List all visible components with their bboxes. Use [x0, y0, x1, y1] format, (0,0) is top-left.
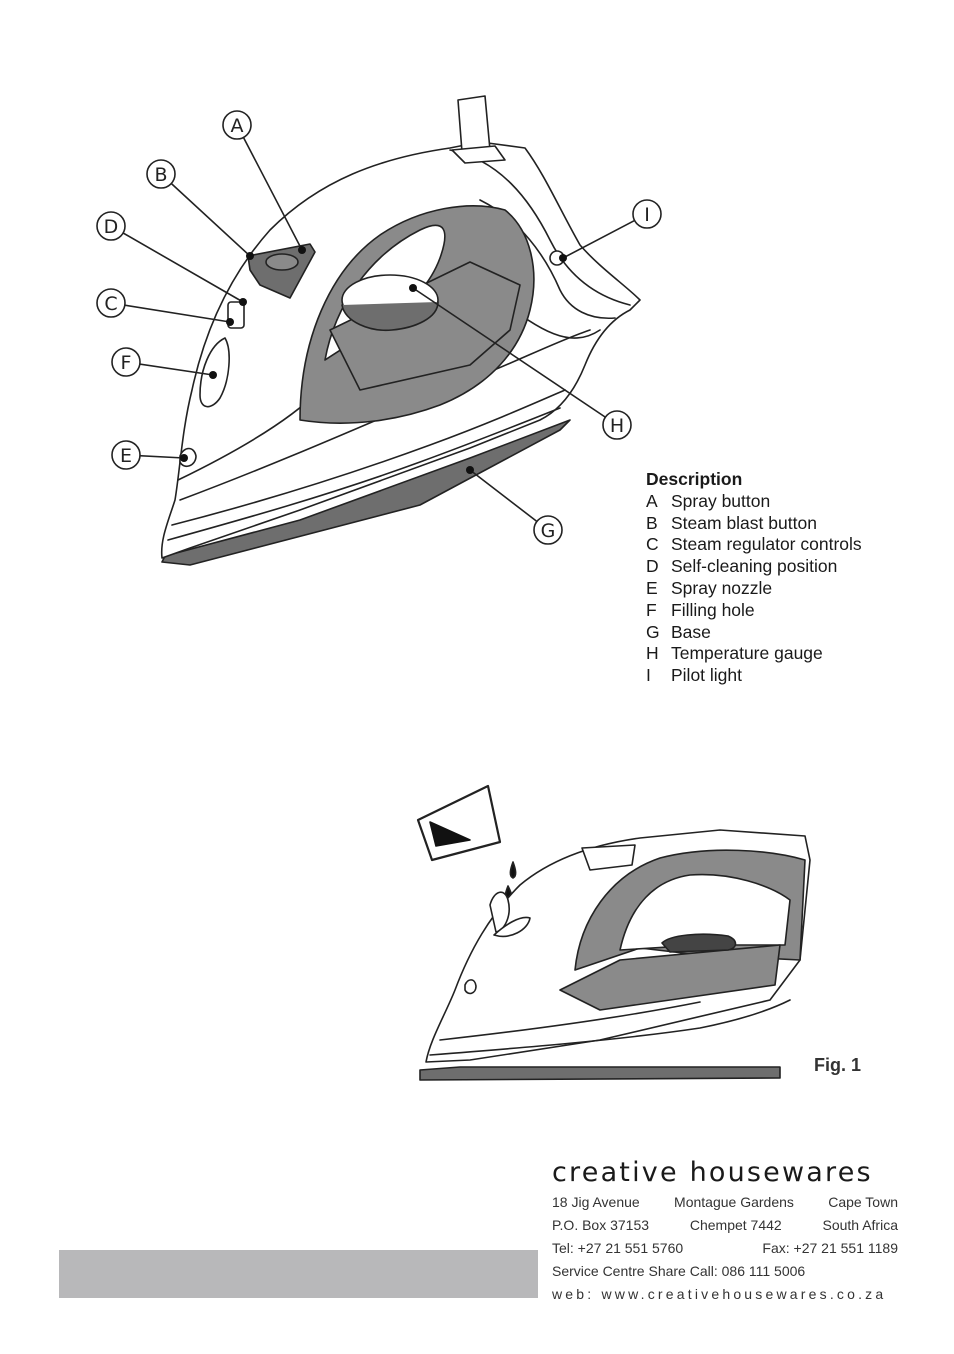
address-part: 18 Jig Avenue — [552, 1194, 640, 1210]
callout-a-label: A — [231, 115, 244, 137]
iron-base-plate — [161, 419, 571, 566]
callout-i — [632, 199, 662, 229]
callout-e-label: E — [120, 445, 132, 467]
address-part: P.O. Box 37153 — [552, 1217, 650, 1233]
callout-c — [96, 288, 126, 318]
item-letter: G — [646, 621, 660, 642]
phone-number: Tel: +27 21 551 5760 — [552, 1240, 684, 1256]
callout-g-label: G — [541, 520, 556, 542]
description-item: C Steam regulator controls — [646, 534, 862, 556]
callout-h-label: H — [610, 415, 624, 437]
description-item: G Base — [646, 622, 862, 644]
callout-h — [602, 410, 632, 440]
company-contact-block: creative housewares 18 Jig Avenue Montag… — [552, 1155, 898, 1306]
item-letter: I — [646, 665, 651, 686]
description-item: I Pilot light — [646, 665, 862, 687]
callout-b — [146, 159, 176, 189]
callout-c-label: C — [104, 293, 117, 315]
callout-e — [111, 440, 141, 470]
service-number: Service Centre Share Call: 086 111 5006 — [552, 1263, 806, 1279]
item-label: Steam regulator controls — [671, 534, 862, 555]
brand-logo-text: creative housewares — [552, 1157, 873, 1188]
item-letter: A — [646, 490, 658, 511]
address-line: P.O. Box 37153 Chempet 7442 South Africa — [552, 1214, 898, 1237]
service-line: Service Centre Share Call: 086 111 5006 — [552, 1260, 898, 1283]
item-label: Spray nozzle — [671, 577, 773, 598]
website-link[interactable]: web: www.creativehousewares.co.za — [552, 1286, 887, 1302]
description-item: E Spray nozzle — [646, 578, 862, 600]
item-label: Spray button — [671, 490, 771, 511]
item-label: Self-cleaning position — [671, 556, 838, 577]
filling-figure — [416, 784, 811, 1081]
address-part: Montague Gardens — [674, 1194, 794, 1210]
description-item: A Spray button — [646, 491, 862, 513]
top-control-block — [247, 243, 316, 299]
item-label: Base — [671, 621, 711, 642]
phone-line: Tel: +27 21 551 5760 Fax: +27 21 551 118… — [552, 1237, 898, 1260]
callout-f — [111, 347, 141, 377]
item-letter: H — [646, 643, 659, 664]
fax-number: Fax: +27 21 551 1189 — [762, 1240, 898, 1256]
item-letter: F — [646, 599, 657, 620]
parts-description: Description A Spray button B Steam blast b… — [646, 469, 862, 687]
item-letter: B — [646, 512, 658, 533]
item-letter: E — [646, 577, 658, 598]
callout-g — [533, 515, 563, 545]
item-label: Steam blast button — [671, 512, 817, 533]
item-letter: C — [646, 534, 659, 555]
callout-a — [222, 110, 252, 140]
description-item: H Temperature gauge — [646, 643, 862, 665]
item-label: Pilot light — [671, 665, 743, 686]
callout-i-label: I — [644, 204, 650, 226]
callout-b-label: B — [154, 164, 167, 186]
steam-knob — [457, 95, 491, 153]
address-part: Cape Town — [828, 1194, 898, 1210]
item-letter: D — [646, 556, 659, 577]
item-label: Filling hole — [671, 599, 755, 620]
address-line: 18 Jig Avenue Montague Gardens Cape Town — [552, 1191, 898, 1214]
address-part: Chempet 7442 — [689, 1217, 782, 1233]
description-item: B Steam blast button — [646, 513, 862, 535]
figure-caption: Fig. 1 — [814, 1055, 862, 1075]
description-heading: Description — [646, 469, 743, 489]
callout-d — [96, 211, 126, 241]
address-part: South Africa — [822, 1217, 898, 1233]
callout-f-label: F — [121, 352, 132, 374]
description-item: D Self-cleaning position — [646, 556, 862, 578]
footer-gray-bar — [59, 1250, 538, 1298]
description-item: F Filling hole — [646, 600, 862, 622]
item-label: Temperature gauge — [671, 643, 823, 664]
callout-d-label: D — [104, 216, 119, 238]
